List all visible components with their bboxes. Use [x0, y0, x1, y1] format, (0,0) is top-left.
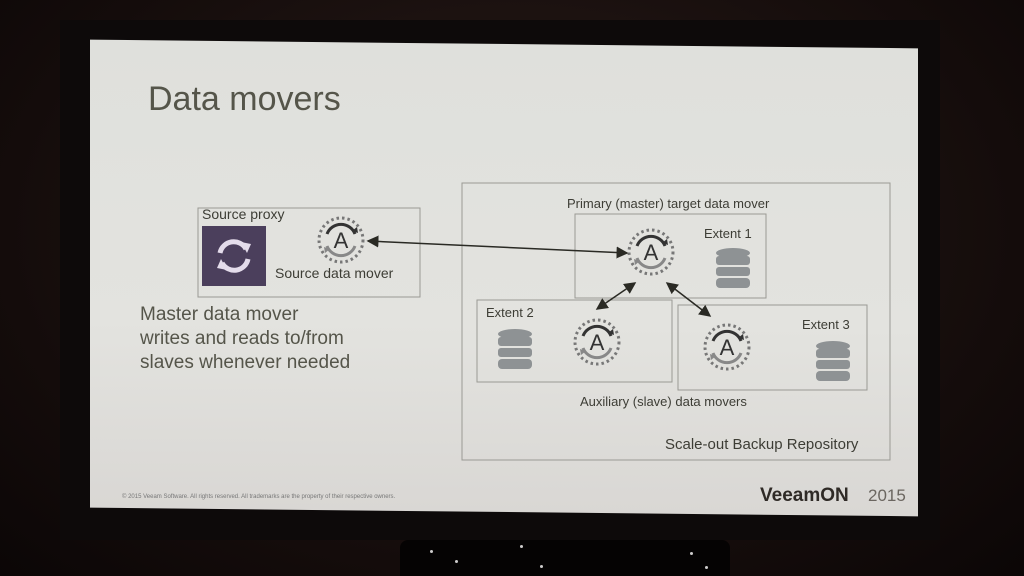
database-icon [816, 341, 850, 381]
light-dot [705, 566, 708, 569]
database-icon [716, 248, 750, 288]
description-line: writes and reads to/from [139, 328, 344, 349]
light-dot [430, 550, 433, 553]
auxiliary-label: Auxiliary (slave) data movers [580, 394, 747, 409]
source-data-mover-label: Source data mover [275, 265, 394, 281]
arrow-primary-to-extent3 [665, 282, 712, 317]
repository-box [461, 182, 891, 461]
description-line: Master data mover [140, 304, 299, 325]
extent3-label: Extent 3 [802, 317, 850, 332]
projector-stand [400, 540, 730, 576]
light-dot [690, 552, 693, 555]
auxiliary-data-mover-icon [703, 323, 751, 371]
description-line: slaves whenever needed [140, 352, 350, 373]
proxy-icon [202, 226, 266, 286]
extent3-box [677, 304, 868, 391]
footer-copyright: © 2015 Veeam Software. All rights reserv… [122, 493, 396, 500]
slide-title: Data movers [148, 80, 341, 118]
light-dot [540, 565, 543, 568]
auxiliary-data-mover-icon [573, 318, 621, 366]
logo-year: 2015 [868, 486, 906, 505]
refresh-icon [217, 239, 251, 273]
primary-label: Primary (master) target data mover [567, 196, 770, 211]
light-dot [520, 545, 523, 548]
extent2-label: Extent 2 [486, 305, 534, 320]
arrow-source-to-primary [366, 235, 629, 259]
primary-data-mover-icon [627, 228, 675, 276]
arrow-primary-to-extent2 [595, 282, 637, 310]
repository-label: Scale-out Backup Repository [665, 436, 859, 453]
extent2-box [476, 299, 673, 383]
extent1-label: Extent 1 [704, 226, 752, 241]
database-icon [498, 329, 532, 369]
light-dot [455, 560, 458, 563]
veeamon-logo: VeeamON [760, 485, 849, 506]
source-data-mover-icon [317, 216, 365, 264]
source-proxy-label: Source proxy [202, 206, 284, 222]
